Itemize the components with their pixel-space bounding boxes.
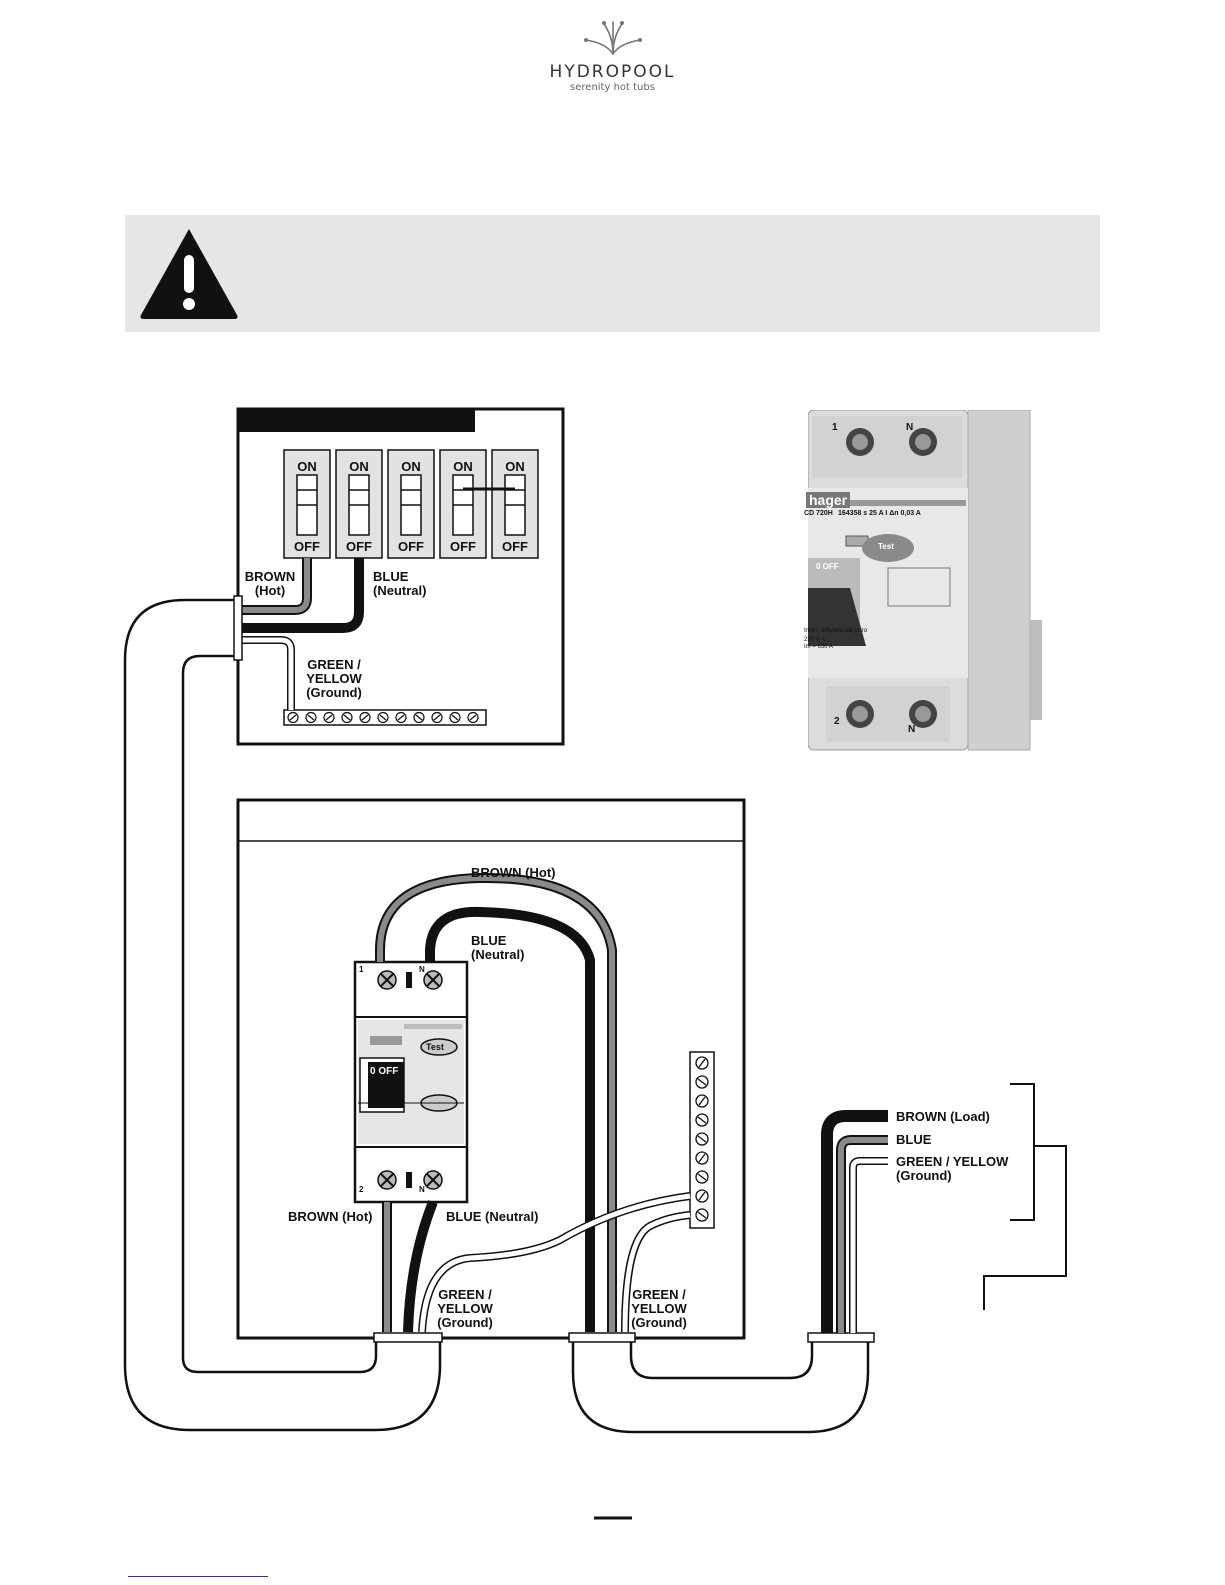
- breaker-4-on: ON: [453, 459, 473, 474]
- warning-banner: [125, 215, 1100, 332]
- breaker-5-on: ON: [505, 459, 525, 474]
- gfci-ground-bar: [689, 1051, 715, 1229]
- warning-triangle-icon: [140, 229, 238, 319]
- panel-breakers: [283, 449, 539, 559]
- gfci-terminal-2: 2: [359, 1185, 364, 1194]
- breaker-1-on: ON: [297, 459, 317, 474]
- gfci-brown-top-label: BROWN (Hot): [471, 865, 556, 880]
- footer-link-line: [128, 1576, 268, 1577]
- gfci-ground-left-label: GREEN / YELLOW (Ground): [437, 1287, 493, 1330]
- photo-terminal-n2: N: [908, 724, 916, 735]
- breaker-5-off: OFF: [502, 539, 528, 554]
- photo-rating: 164358 s 25 A I Δn 0,03 A: [838, 510, 921, 517]
- load-brown-label: BROWN (Load): [896, 1109, 990, 1124]
- breaker-2-on: ON: [349, 459, 369, 474]
- gfci-terminal-1: 1: [359, 965, 364, 974]
- gfci-device: [353, 960, 469, 1204]
- photo-terminal-2: 2: [834, 716, 840, 727]
- breaker-1-off: OFF: [294, 539, 320, 554]
- breaker-2-off: OFF: [346, 539, 372, 554]
- gfci-terminal-n2: N: [419, 1185, 425, 1194]
- hydropool-logo-icon: [584, 21, 642, 55]
- gfci-device-photo: 1 N hager CD 720H 164358 s 25 A I Δn 0,0…: [804, 409, 1043, 752]
- gfci-ground-right-label: GREEN / YELLOW (Ground): [631, 1287, 687, 1330]
- photo-off-label: 0 OFF: [816, 562, 839, 571]
- photo-test-button: Test: [878, 542, 894, 551]
- photo-note-3: Im = 630 A: [804, 644, 833, 650]
- gfci-test-button: Test: [426, 1042, 444, 1052]
- breaker-3-on: ON: [401, 459, 421, 474]
- photo-terminal-1: 1: [832, 422, 838, 433]
- gfci-off-label: 0 OFF: [370, 1066, 399, 1077]
- breaker-3-off: OFF: [398, 539, 424, 554]
- photo-model: CD 720H: [804, 510, 833, 517]
- panel-ground-bar: [283, 709, 487, 726]
- panel-blue-label: BLUE (Neutral): [373, 569, 427, 598]
- gfci-box: [236, 798, 746, 1340]
- photo-brand: hager: [806, 492, 851, 508]
- panel-ground-label: GREEN / YELLOW (Ground): [306, 657, 362, 700]
- main-panel-header: [238, 409, 475, 432]
- photo-note-1: Interr. differenziale puro: [804, 628, 867, 634]
- load-ground-label: GREEN / YELLOW (Ground): [896, 1154, 1009, 1183]
- gfci-blue-top-label: BLUE (Neutral): [471, 933, 525, 962]
- breaker-4-off: OFF: [450, 539, 476, 554]
- gfci-terminal-n: N: [419, 965, 425, 974]
- gfci-blue-bottom-label: BLUE (Neutral): [446, 1209, 539, 1224]
- photo-note-2: 230 V ∿: [804, 637, 827, 643]
- brand-tagline: serenity hot tubs: [570, 82, 655, 93]
- load-blue-label: BLUE: [896, 1132, 932, 1147]
- panel-brown-label: BROWN (Hot): [244, 569, 296, 598]
- photo-terminal-n: N: [906, 422, 914, 433]
- gfci-brown-bottom-label: BROWN (Hot): [288, 1209, 373, 1224]
- brand-name: HYDROPOOL: [549, 62, 676, 82]
